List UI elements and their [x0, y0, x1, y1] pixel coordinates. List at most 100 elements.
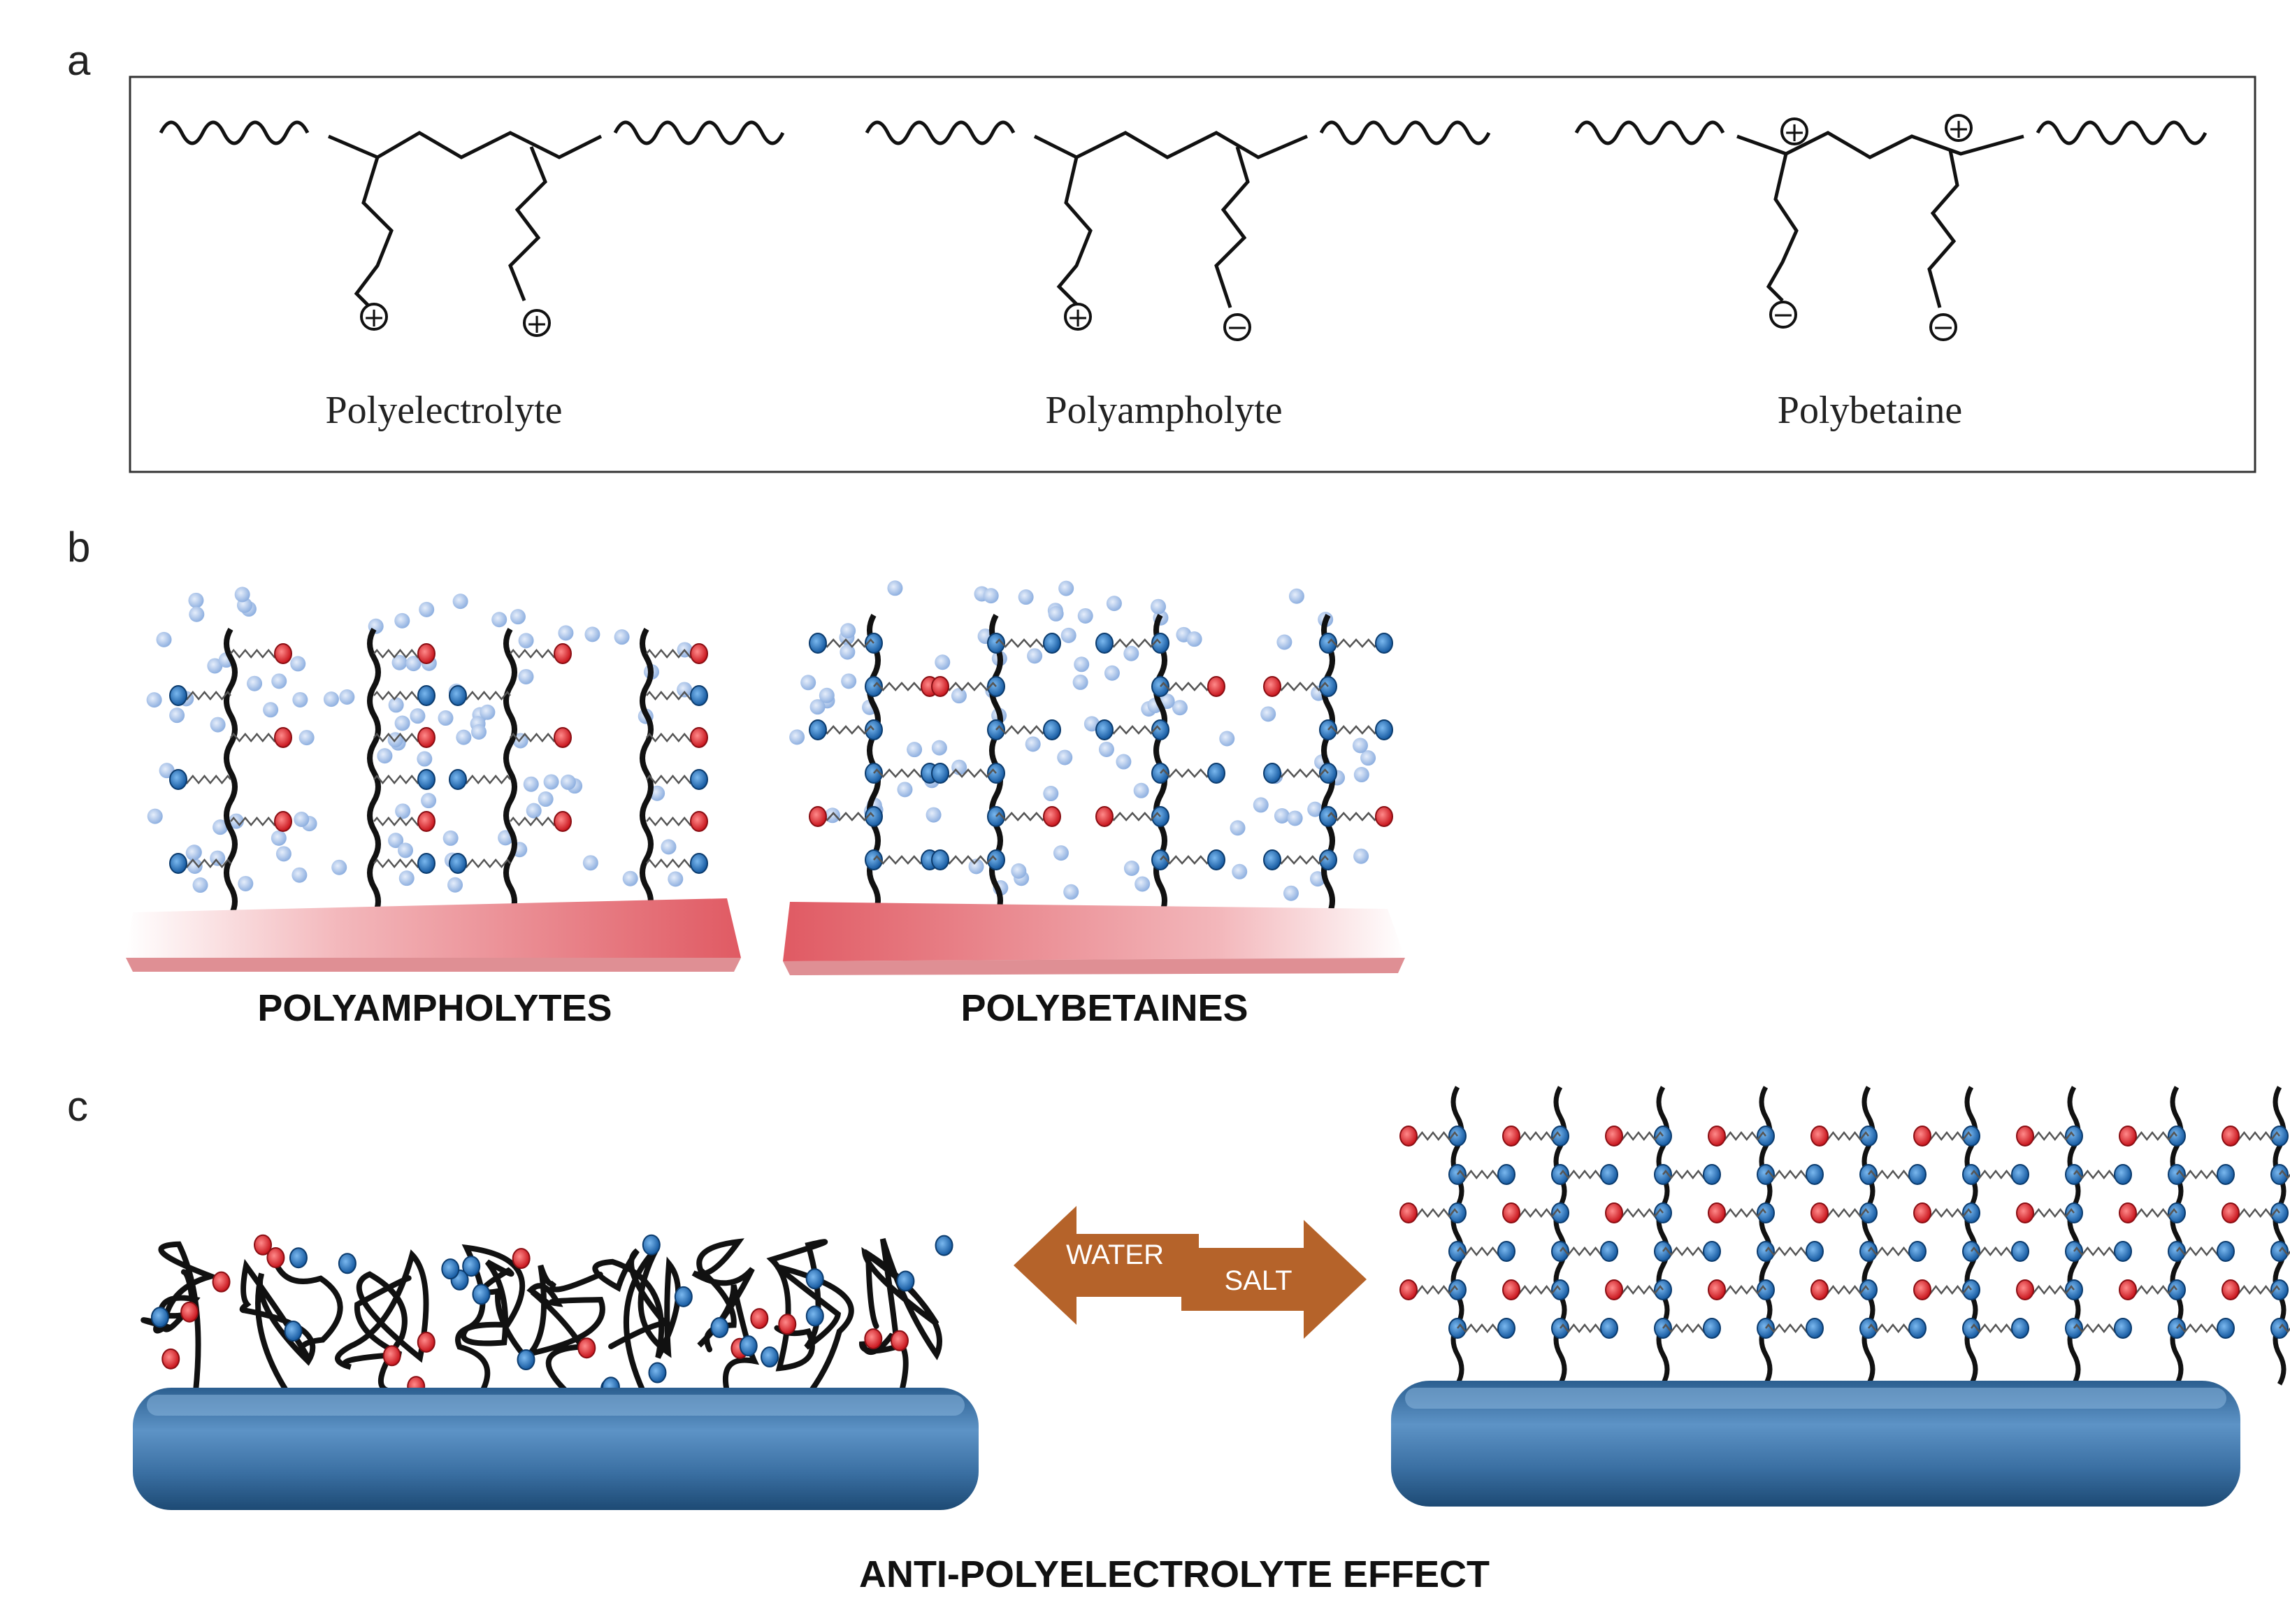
counterion: [207, 658, 223, 674]
counterion: [926, 807, 942, 823]
side-chain-spring: [230, 733, 284, 742]
charged-group: [1207, 763, 1225, 784]
charged-group: [1810, 1126, 1829, 1147]
charged-group: [150, 1307, 169, 1328]
side-chain-spring: [939, 855, 997, 865]
charged-group: [2221, 1279, 2240, 1300]
counterion: [188, 592, 204, 608]
charged-group: [512, 1248, 531, 1270]
side-chain-spring: [1160, 682, 1217, 691]
counterion: [294, 811, 310, 827]
polymer-chain: [640, 627, 654, 918]
charged-group: [1908, 1241, 1927, 1262]
counterion: [1283, 885, 1299, 901]
collapsed-chain: [691, 1238, 760, 1394]
sidechain-right: [1214, 146, 1250, 308]
charged-group: [1375, 719, 1393, 740]
charged-group: [1913, 1279, 1931, 1300]
panel-b: POLYAMPHOLYTES POLYBETAINES: [126, 580, 1405, 1029]
counterion: [456, 729, 472, 745]
charged-group: [674, 1286, 693, 1307]
charged-group: [284, 1320, 303, 1342]
side-chain-spring: [1272, 768, 1329, 778]
counterion: [290, 656, 306, 672]
charged-group: [648, 1362, 667, 1384]
charged-group: [690, 811, 708, 832]
counterion: [1018, 589, 1034, 605]
charged-group: [761, 1346, 779, 1368]
charge-2-symbol: +: [526, 308, 548, 339]
charged-group: [2119, 1126, 2137, 1147]
charged-group: [1806, 1318, 1824, 1339]
backbone-wavy-left: [865, 120, 1016, 145]
counterion: [377, 748, 393, 764]
charged-group: [690, 769, 708, 790]
charged-group: [417, 685, 435, 706]
side-chain-spring: [178, 775, 231, 784]
polyampholytes-brush: POLYAMPHOLYTES: [126, 587, 741, 1029]
label-polybetaine: Polybetaine: [1778, 389, 1962, 432]
structure-polybetaine: + + − − Polybetaine: [1574, 113, 2208, 432]
counterion: [677, 682, 693, 698]
side-chain-spring: [373, 691, 427, 700]
charged-group: [1497, 1241, 1515, 1262]
counterion: [419, 601, 435, 617]
charged-group: [690, 727, 708, 748]
charged-group: [254, 1234, 273, 1256]
counterion: [907, 742, 923, 758]
side-chain-spring: [646, 817, 700, 826]
counterion: [526, 803, 542, 819]
side-chain-spring: [1327, 725, 1385, 735]
counterion: [538, 791, 554, 807]
panel-a: + + Polyelectrolyte + − Polyampholyte: [129, 76, 2256, 473]
side-chain-spring: [1160, 855, 1217, 865]
counterion: [405, 656, 422, 672]
counterion: [271, 830, 287, 846]
charged-group: [1375, 806, 1393, 827]
side-chain-spring: [995, 812, 1053, 821]
backbone-charge-1: +: [1780, 117, 1808, 148]
charged-group: [212, 1271, 231, 1293]
charged-group: [338, 1253, 357, 1274]
charged-group: [2114, 1318, 2132, 1339]
sidechain-right: [1927, 150, 1959, 308]
charged-group: [169, 685, 187, 706]
charge-1-symbol: +: [1067, 302, 1089, 333]
counterion: [622, 870, 638, 886]
counterion: [614, 629, 630, 645]
collapsed-chain: [141, 1241, 220, 1394]
charged-group: [1605, 1279, 1623, 1300]
counterion: [388, 833, 404, 849]
counterion: [897, 782, 913, 798]
brush-chains-right: [809, 614, 1393, 917]
counterion: [523, 776, 539, 792]
panel-letter-b: b: [67, 524, 91, 570]
collapsed-chain: [521, 1264, 605, 1394]
counterion: [388, 697, 404, 713]
counterion: [147, 808, 163, 824]
side-chain-spring: [1327, 812, 1385, 821]
counterion: [189, 606, 205, 622]
sidechain-left: [1056, 157, 1093, 306]
charged-group: [554, 643, 572, 664]
counterion: [819, 687, 835, 703]
water-salt-arrow: WATER SALT: [1014, 1206, 1367, 1339]
counterion: [518, 668, 534, 684]
counterion: [1219, 731, 1235, 747]
side-chain-spring: [1104, 725, 1161, 735]
side-chain-spring: [510, 817, 563, 826]
side-chain-spring: [939, 682, 997, 691]
charged-group: [274, 811, 292, 832]
charged-group: [1043, 633, 1061, 654]
side-chain-spring: [1327, 638, 1385, 648]
backbone-wavy-left: [1574, 120, 1725, 145]
charged-group: [690, 853, 708, 874]
counterion: [394, 612, 410, 628]
charged-group: [441, 1258, 460, 1280]
backbone-charge-2-symbol: +: [1947, 113, 1970, 144]
counterion: [1274, 807, 1290, 824]
charged-group: [417, 853, 435, 874]
counterion: [323, 691, 339, 707]
charged-group: [1913, 1126, 1931, 1147]
counterion: [185, 845, 201, 861]
